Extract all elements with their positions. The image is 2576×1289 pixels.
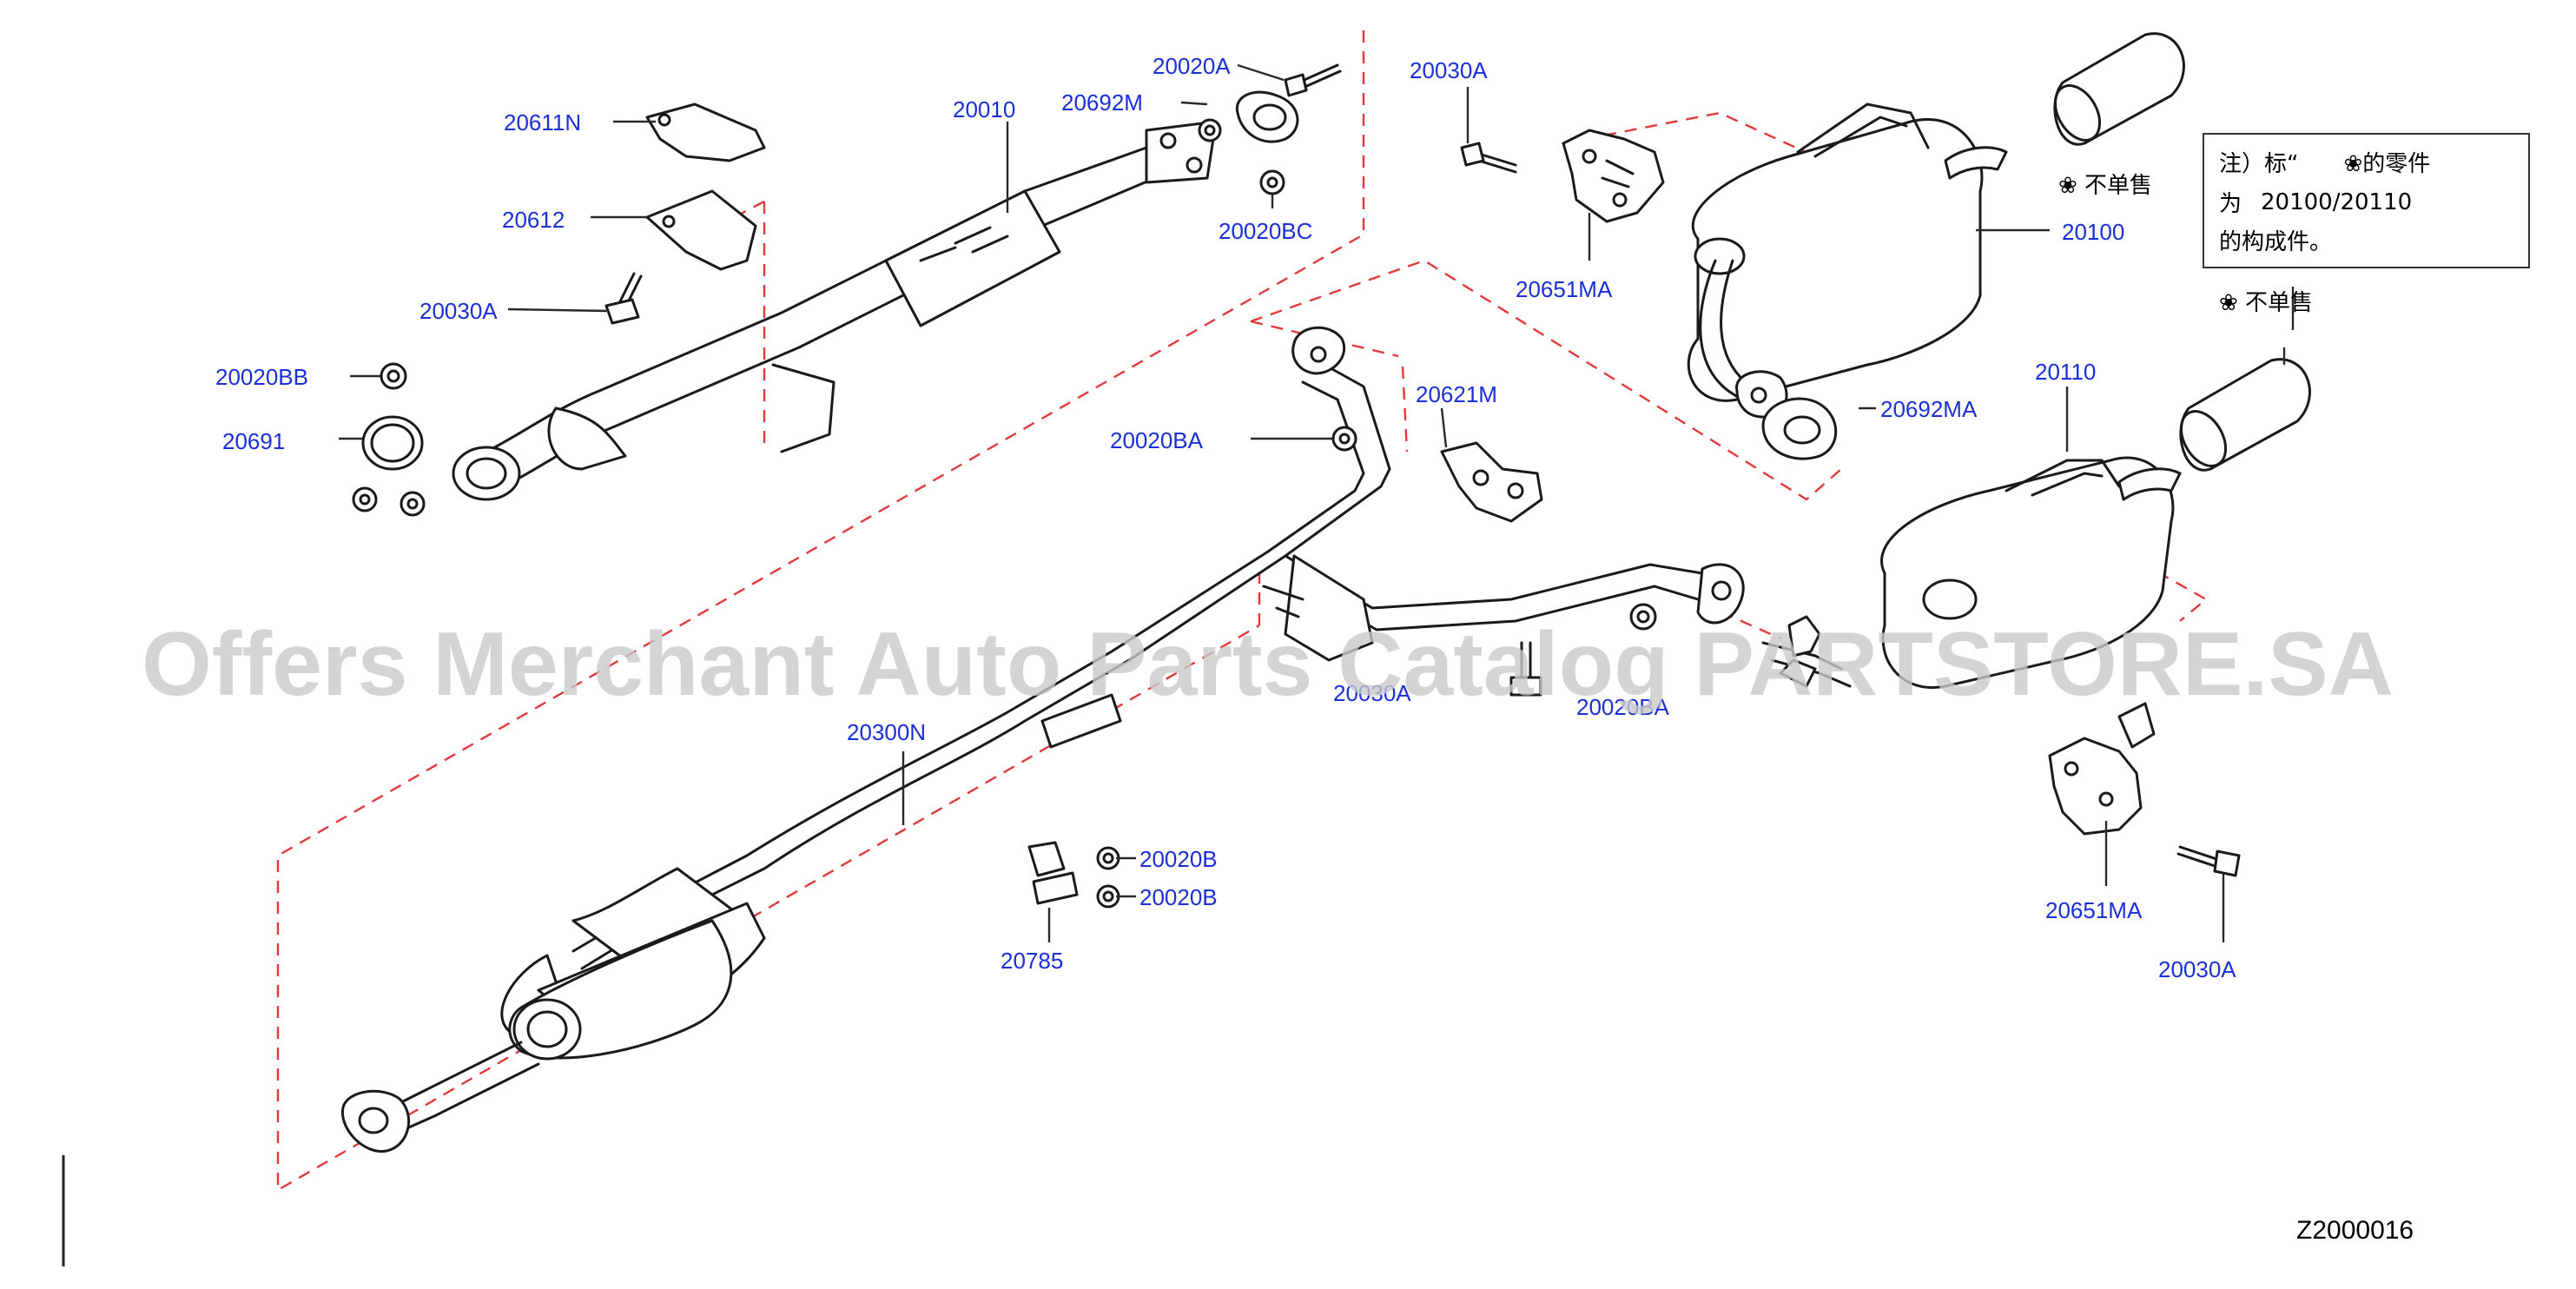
hanger-20651ma-lower[interactable] (2048, 702, 2156, 836)
bolt-left[interactable] (604, 272, 643, 325)
not-sold-marker-upper: ❀ 不单售 (2058, 173, 2152, 199)
part-label[interactable]: 20785 (1001, 948, 1063, 974)
rear-muffler-20110[interactable] (1761, 456, 2182, 689)
part-label[interactable]: 20621M (1416, 381, 1497, 407)
part-label[interactable]: 20030A (419, 298, 498, 324)
part-label[interactable]: 20010 (953, 96, 1015, 122)
note-line-1: 注）标“ ❀的零件 (2219, 151, 2430, 177)
part-label[interactable]: 20030A (1333, 680, 1411, 706)
note-line-3: 的构成件。 (2219, 229, 2332, 255)
tail-finisher-upper[interactable] (2046, 32, 2185, 149)
hanger-20621m[interactable] (1440, 441, 1543, 523)
part-label[interactable]: 20651MA (2045, 897, 2143, 923)
part-label[interactable]: 20020A (1153, 53, 1231, 79)
center-pipe-muffler[interactable] (341, 326, 1745, 1153)
part-label[interactable]: 20691 (222, 428, 285, 454)
note-line-2-value: 20100/20110 (2261, 189, 2412, 215)
part-label[interactable]: 20300N (847, 719, 926, 745)
nut-20020bb[interactable] (380, 362, 407, 390)
part-label[interactable]: 20030A (1410, 57, 1488, 83)
not-sold-marker-lower: ❀ 不单售 (2219, 290, 2313, 316)
gasket-20691[interactable] (361, 415, 424, 471)
part-label[interactable]: 20020B (1139, 846, 1218, 872)
watermark-text: Offers Merchant Auto Parts Catalog PARTS… (142, 614, 2394, 715)
part-label[interactable]: 20020BA (1110, 427, 1204, 453)
stud-20020a[interactable] (1284, 63, 1342, 97)
bolt-upper-right[interactable] (1460, 142, 1517, 174)
gasket-20692ma[interactable] (1761, 397, 1838, 460)
part-label[interactable]: 20100 (2062, 219, 2124, 245)
nuts-20020b-pair[interactable] (1096, 846, 1120, 909)
front-pipe-catalytic-converter[interactable] (452, 120, 1218, 501)
leader-lines (339, 63, 2295, 942)
part-label[interactable]: 20692MA (1880, 396, 1978, 422)
part-label[interactable]: 20612 (502, 207, 565, 233)
heat-shield-upper[interactable] (645, 102, 766, 162)
part-label[interactable]: 20020BB (215, 364, 308, 390)
washer-nut-top[interactable] (1198, 118, 1222, 142)
bolt-middle[interactable] (1509, 641, 1542, 697)
part-labels: 20611N 20612 20030A 20020BB 20691 20010 … (215, 53, 2236, 982)
part-label[interactable]: 20020BC (1219, 218, 1312, 244)
heat-shield-lower[interactable] (645, 189, 757, 271)
bolt-lower-right[interactable] (2176, 845, 2241, 877)
tail-finisher-lower[interactable] (2172, 358, 2311, 474)
nut-20020bc[interactable] (1259, 169, 1285, 195)
part-label[interactable]: 20020BA (1576, 694, 1670, 720)
part-label[interactable]: 20611N (504, 109, 581, 136)
part-label[interactable]: 20651MA (1516, 276, 1613, 302)
nut-20020ba-left[interactable] (1331, 426, 1357, 452)
diagram-code: Z2000016 (2296, 1216, 2414, 1245)
nut-20020ba-right[interactable] (1629, 603, 1657, 631)
part-label[interactable]: 20692M (1061, 89, 1143, 116)
note-box: 注）标“ ❀的零件 为 20100/20110 的构成件。 (2203, 133, 2530, 268)
hanger-20651ma-upper[interactable] (1562, 129, 1665, 223)
rear-muffler-20100[interactable] (1687, 102, 2008, 419)
part-label[interactable]: 20030A (2158, 956, 2236, 982)
part-label[interactable]: 20020B (1139, 884, 1218, 910)
mount-20785[interactable] (1027, 841, 1079, 905)
nuts-left-pair[interactable] (352, 486, 426, 517)
part-label[interactable]: 20110 (2035, 359, 2096, 385)
note-line-2-prefix: 为 (2219, 191, 2242, 217)
gasket-20692m[interactable] (1235, 90, 1299, 143)
